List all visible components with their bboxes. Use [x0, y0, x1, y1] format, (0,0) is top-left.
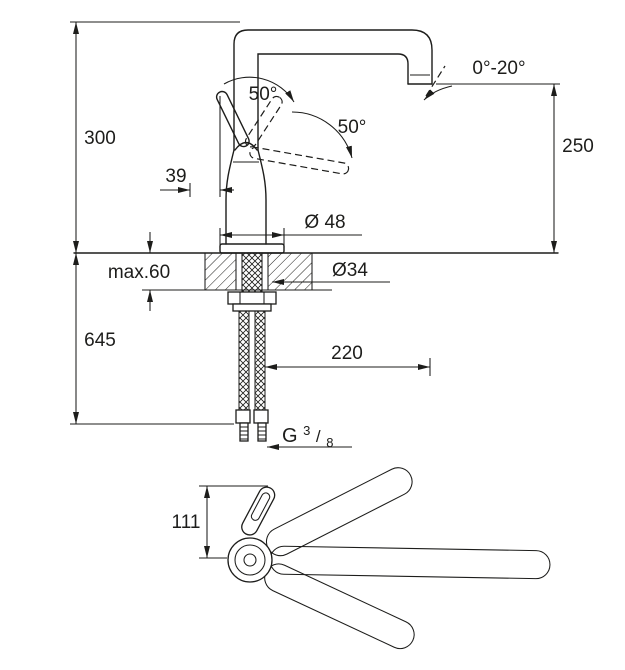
label-111: 111 [172, 512, 201, 533]
handle-dashed-position-2 [249, 146, 350, 175]
label-300: 300 [84, 128, 116, 149]
angle-0-20: 0°-20° [423, 58, 526, 101]
hose-right-thread-tip [257, 422, 267, 442]
body-top-view [227, 537, 273, 583]
g38-numerator: 3 [303, 423, 310, 438]
dimension-645: 645 [70, 253, 234, 425]
body-ring [234, 544, 266, 576]
lever-top-view [241, 486, 276, 536]
shank-thread-texture [242, 253, 262, 296]
dimension-max-60: max.60 [108, 232, 170, 311]
hose-left-thread-tip [239, 422, 249, 442]
thread-tip-lines [240, 426, 266, 440]
g38-letter: G [282, 425, 298, 447]
handle-lever-dashed-2 [249, 146, 350, 175]
angle-50-right: 50° [291, 111, 367, 159]
washer [232, 303, 272, 312]
side-view: 300 645 250 0°-20° 50° 50° [70, 21, 594, 450]
spout-outer-line [233, 29, 433, 151]
label-250: 250 [562, 136, 594, 157]
handle-dashed-position-1 [244, 95, 283, 148]
angle-50-left: 50° [223, 76, 295, 105]
countertop-section [73, 252, 559, 291]
label-g38: G 3 / 8 [282, 418, 333, 450]
hose-left-fitting [235, 409, 251, 424]
mounting-shank [227, 253, 277, 312]
dimension-dia-34: Ø34 [272, 260, 390, 285]
label-50-right: 50° [338, 117, 367, 138]
thread-spec-g38: G 3 / 8 [267, 418, 352, 450]
counter-hatch-left [205, 253, 236, 290]
arc-50-left [223, 76, 295, 103]
dimension-220: 220 [265, 343, 431, 376]
label-220: 220 [331, 343, 363, 364]
g38-denominator: 8 [326, 435, 333, 450]
body-center [243, 553, 257, 567]
label-645: 645 [84, 330, 116, 351]
hose-left-braid [238, 310, 250, 411]
counter-hatch-right [268, 253, 312, 290]
handle-lever-dashed-1 [244, 95, 283, 148]
label-50-left: 50° [249, 84, 278, 105]
dimension-39: 39 [160, 96, 234, 197]
top-view: 111 [172, 467, 551, 650]
supply-hoses [235, 310, 269, 442]
mounting-nut [227, 291, 277, 305]
body-right-line [257, 149, 267, 245]
label-0-20: 0°-20° [472, 58, 525, 79]
lever-inner-detail [250, 492, 271, 521]
dimension-300: 300 [70, 21, 240, 253]
body-left-line [225, 149, 235, 245]
dimension-dia-48: Ø 48 [219, 212, 362, 248]
g38-slash: / [316, 427, 321, 446]
tilt-arc-arrow [423, 85, 453, 101]
hose-right-fitting [253, 409, 269, 424]
arc-50-right [291, 111, 353, 159]
handle-solid [215, 90, 250, 148]
tilt-dashed-axis [425, 65, 446, 97]
dimension-111: 111 [172, 485, 268, 559]
label-dia-48: Ø 48 [304, 212, 345, 233]
handle-lever [215, 90, 250, 148]
spout-inner-line [257, 53, 409, 151]
label-39: 39 [165, 166, 186, 187]
label-max-60: max.60 [108, 262, 170, 283]
dimension-250: 250 [436, 83, 594, 253]
hose-right-braid [254, 310, 266, 411]
label-dia-34: Ø34 [332, 260, 368, 281]
lever-outline [241, 486, 276, 536]
